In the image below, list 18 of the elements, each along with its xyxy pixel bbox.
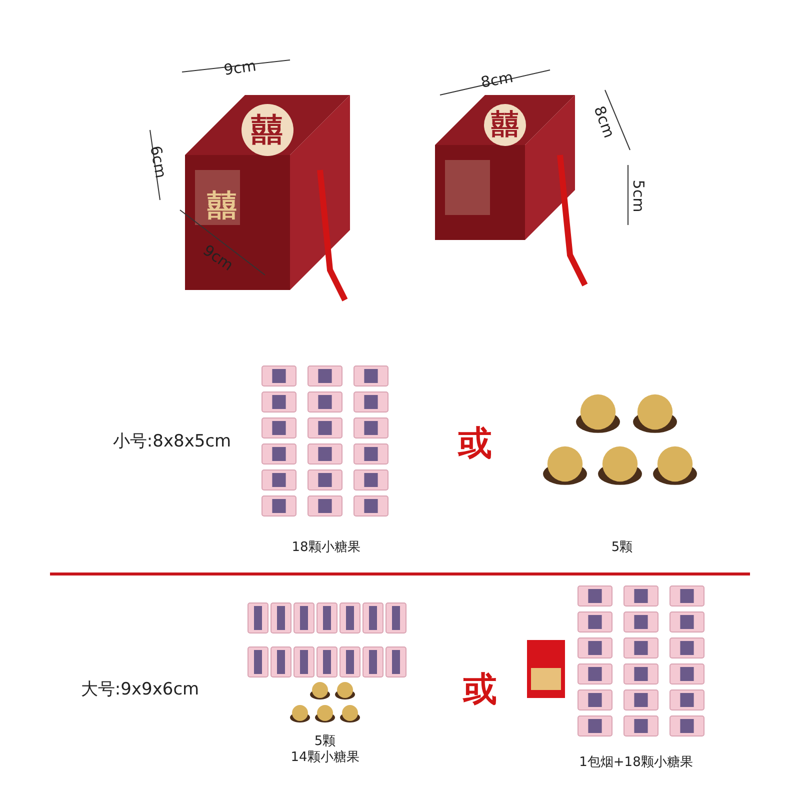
caption-text: 1包烟+18颗小糖果 (579, 756, 693, 770)
dimension-label: 9cm (200, 242, 236, 274)
dimension-label: 9cm (222, 58, 258, 78)
dimension-label: 6cm (147, 144, 169, 180)
dimension-label: 8cm (590, 104, 618, 140)
box-symbol: 囍 (251, 112, 283, 148)
dimension-label: 5cm (630, 180, 646, 212)
box-symbol: 囍 (491, 110, 519, 140)
or-label: 或 (458, 425, 492, 463)
or-label: 或 (463, 671, 497, 709)
size-label: 小号:8x8x5cm (112, 432, 232, 452)
box-symbol: 囍 (207, 190, 237, 222)
caption-text: 14颗小糖果 (290, 750, 360, 766)
caption-text: 5颗 (314, 734, 336, 750)
caption-text: 5颗 (611, 540, 633, 556)
dimension-label: 8cm (480, 69, 514, 91)
caption-text: 18颗小糖果 (292, 540, 360, 556)
size-label: 大号:9x9x6cm (80, 680, 200, 700)
